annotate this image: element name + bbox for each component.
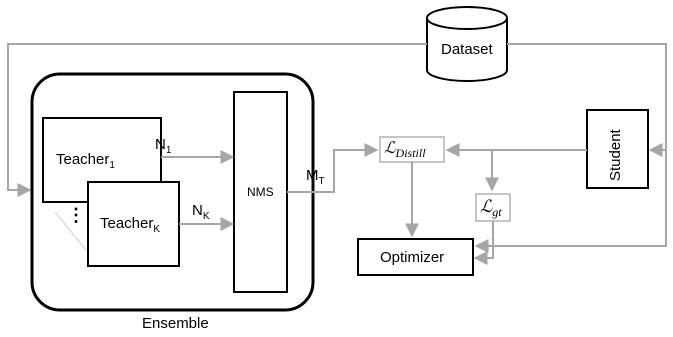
loss-distill-box [379, 136, 445, 163]
loss-distill-symbol: ℒ [384, 140, 396, 157]
teacher-k-text: Teacher [100, 215, 154, 232]
teacher-1-text: Teacher [56, 151, 110, 168]
n1-text: N [155, 136, 166, 153]
student-text: Student [607, 129, 624, 181]
nms-label: NMS [247, 186, 274, 198]
optimizer-label: Optimizer [380, 250, 444, 265]
mt-arrow [287, 143, 379, 193]
n1-label: N1 [155, 137, 171, 156]
n1-subscript: 1 [165, 145, 172, 156]
nms-box [233, 91, 288, 293]
student-label: Student [607, 129, 624, 181]
dataset-cylinder [426, 6, 508, 82]
loss-gt-subscript: gt [492, 205, 502, 219]
mt-subscript: T [318, 176, 325, 187]
gt-to-optimizer-arrow [473, 221, 494, 265]
mt-label: MT [306, 168, 325, 187]
loss-gt-box [475, 193, 511, 222]
optimizer-text: Optimizer [380, 249, 445, 266]
teacher-1-label: Teacher1 [56, 152, 115, 171]
mt-text: M [306, 167, 319, 184]
nms-text: NMS [247, 185, 274, 199]
nk-label: NK [192, 203, 210, 222]
loss-gt-label: ℒgt [480, 197, 502, 218]
teacher-k-label: TeacherK [100, 216, 160, 235]
student-box [586, 109, 649, 189]
loss-distill-label: ℒDistill [384, 140, 426, 160]
teacher-k-subscript: K [153, 224, 161, 235]
optimizer-box [357, 238, 474, 276]
dataset-to-optimizer-arrow [474, 150, 667, 253]
nk-text: N [192, 202, 203, 219]
ensemble-text: Ensemble [142, 315, 209, 332]
teacher-k-box [87, 181, 180, 267]
teacher-1-subscript: 1 [109, 160, 115, 171]
nk-subscript: K [202, 211, 210, 222]
dataset-text: Dataset [441, 41, 493, 58]
ensemble-label: Ensemble [142, 316, 209, 331]
ellipsis-text: ⋮ [67, 205, 85, 225]
dataset-label: Dataset [441, 42, 493, 57]
dataset-to-student-arrow [507, 43, 667, 157]
loss-distill-subscript: Distill [395, 146, 426, 160]
loss-gt-symbol: ℒ [480, 197, 493, 216]
ellipsis-label: ⋮ [67, 206, 85, 224]
dataset-to-ensemble-arrow [7, 43, 427, 197]
